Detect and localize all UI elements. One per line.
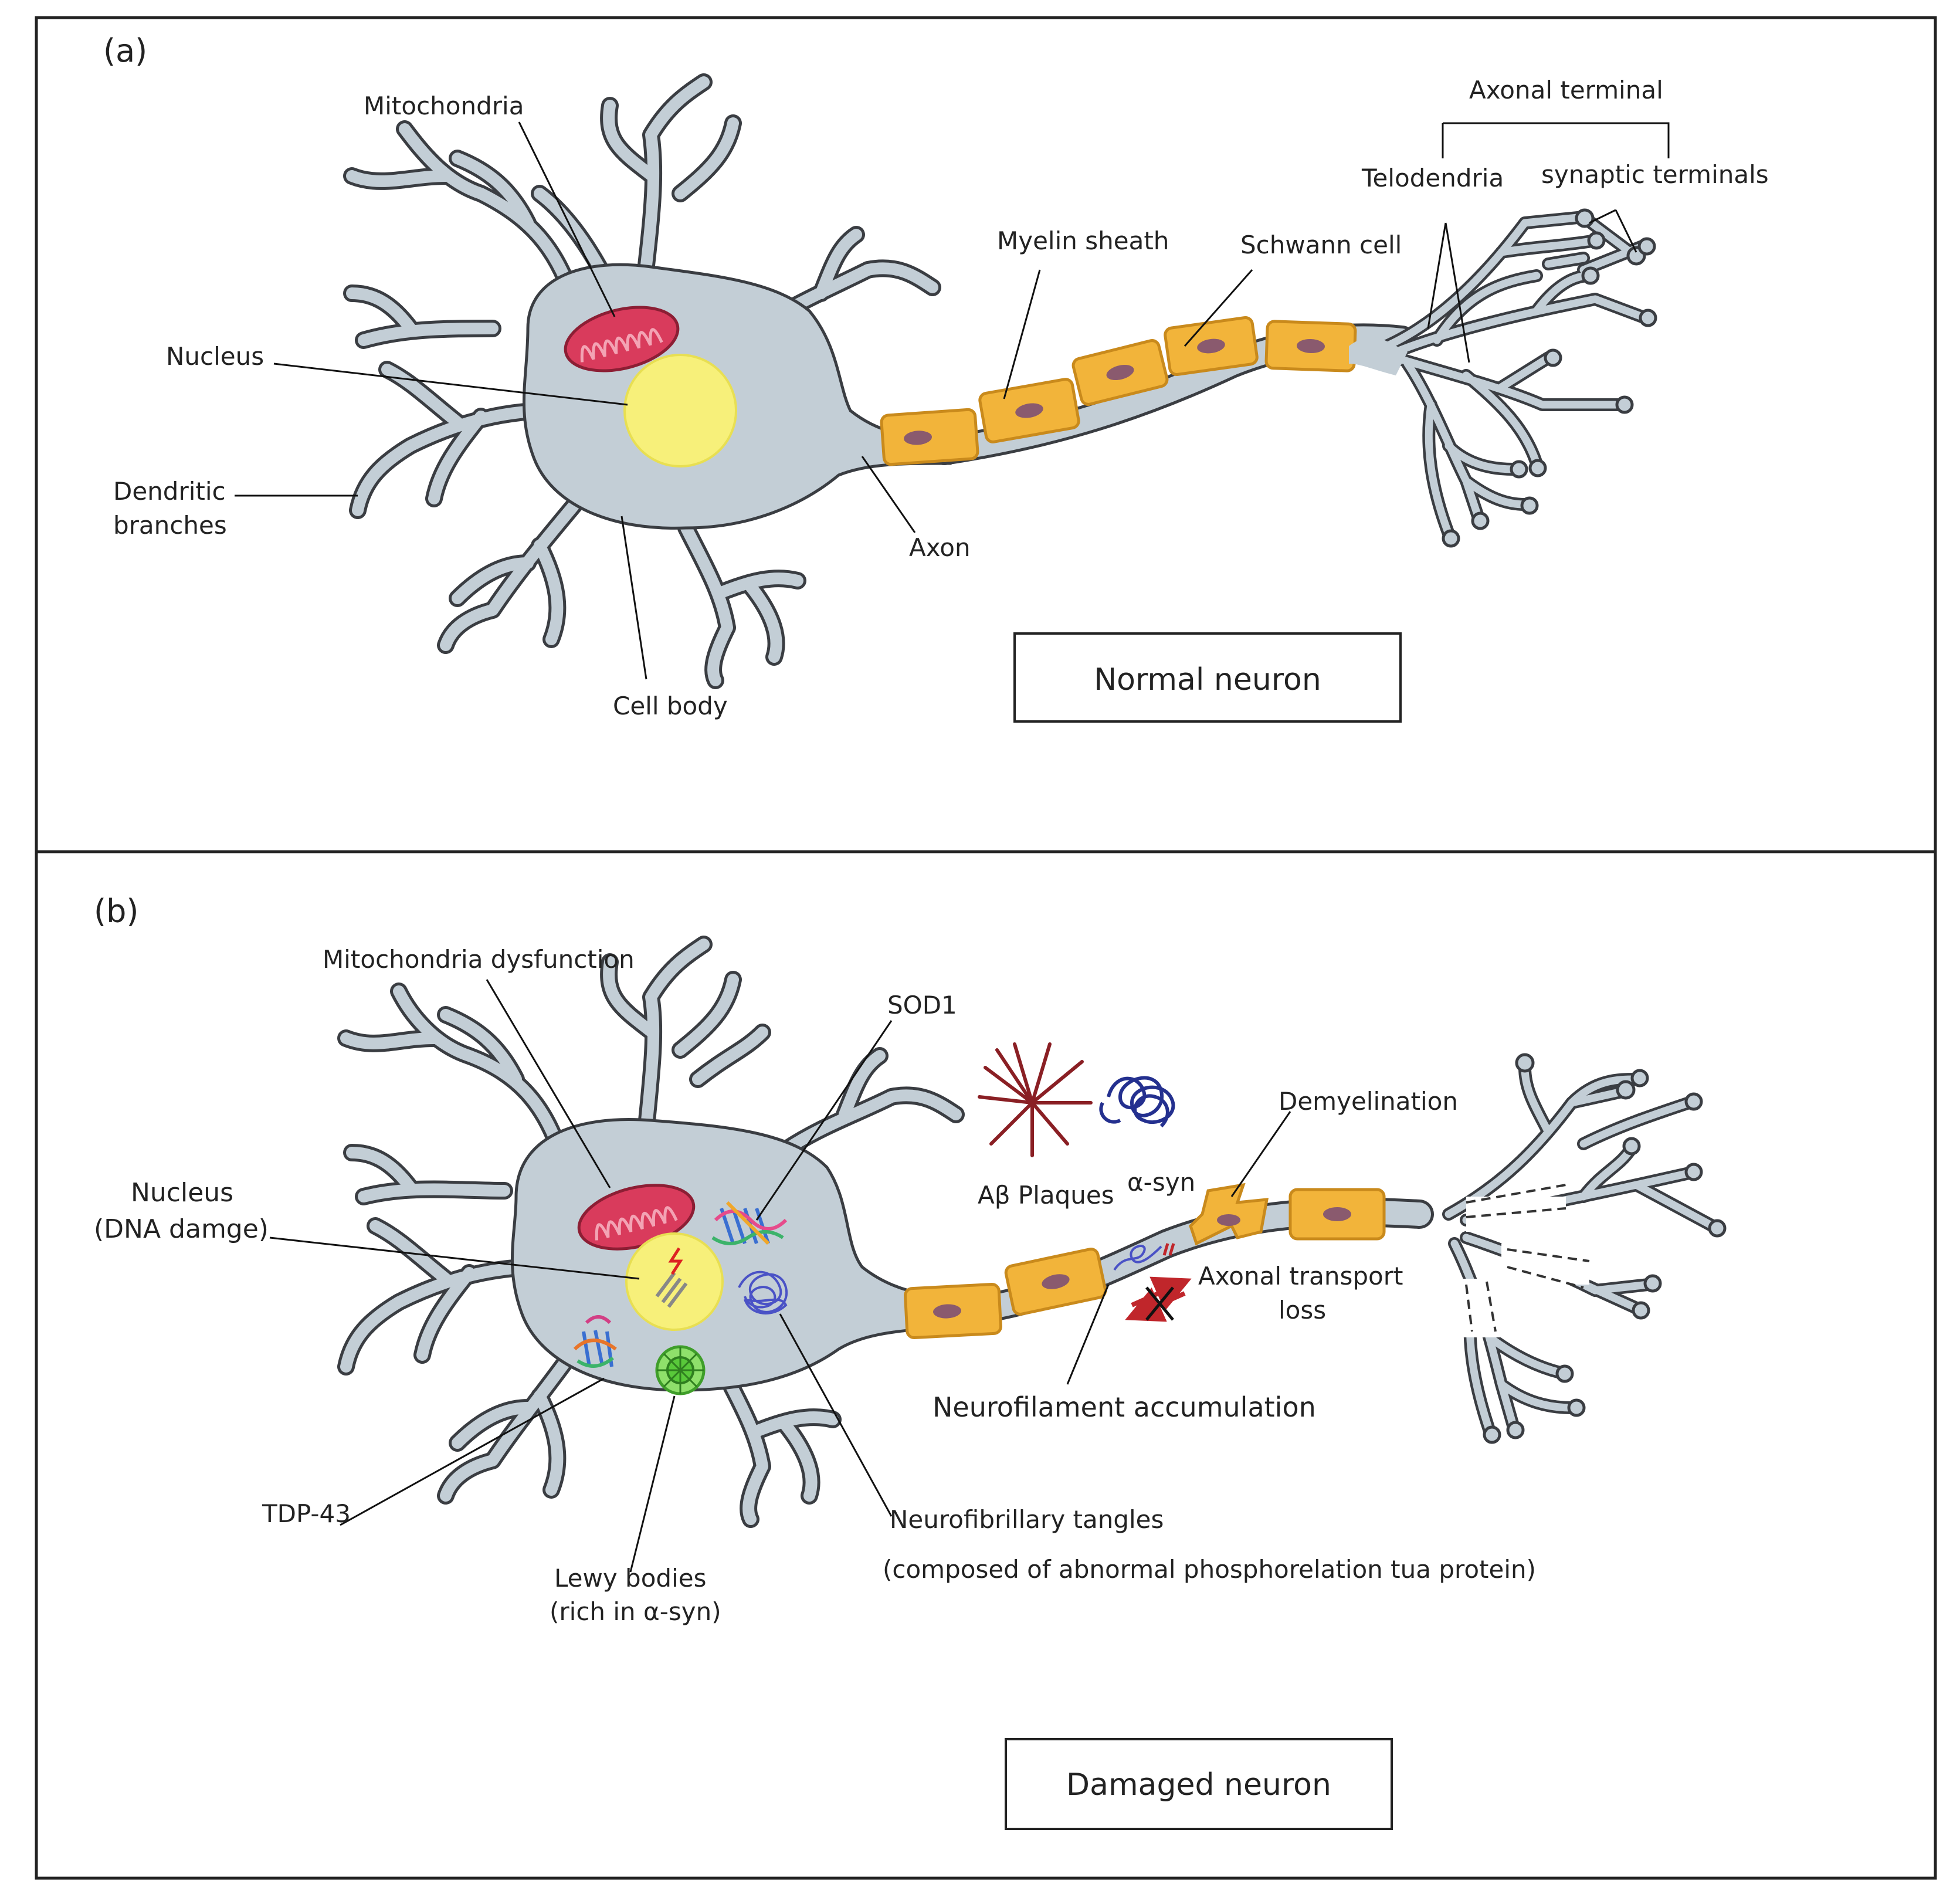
label-nucleus-b-2: (DNA damge) [94,1214,269,1244]
panel-a: (a) [103,32,1769,723]
label-lewy-2: (rich in α-syn) [550,1597,721,1626]
dna-damage-icon [625,1232,724,1331]
cell-body-b [511,1118,952,1392]
degenerated-terminals [1460,1184,1590,1337]
protein-structure-icon [711,1201,788,1245]
label-sod1: SOD1 [887,991,957,1019]
label-mitochondria-dysfunction: Mitochondria dysfunction [323,945,635,974]
leader-lines-b [269,979,1291,1573]
label-tangles-1: Neurofibrillary tangles [890,1505,1164,1534]
title-normal-neuron: Normal neuron [1094,662,1321,697]
label-cell-body: Cell body [613,692,728,720]
label-demyelination: Demyelination [1279,1087,1458,1116]
neurofilament-icon [1113,1245,1162,1271]
label-lewy-1: Lewy bodies [554,1564,706,1593]
synaptic-knobs-a [1442,208,1657,548]
label-dendritic-2: branches [113,511,227,540]
label-telodendria: Telodendria [1361,164,1504,192]
myelin-sheath-b [904,1183,1386,1340]
neurofibrillary-tangle-icon [738,1271,788,1314]
blocked-transport-icon [1125,1243,1192,1322]
title-damaged-neuron: Damaged neuron [1066,1767,1331,1803]
label-tdp43: TDP-43 [262,1499,351,1528]
label-nucleus: Nucleus [166,342,264,371]
label-axonal-terminal: Axonal terminal [1469,76,1663,104]
label-axonal-transport-1: Axonal transport [1198,1262,1403,1290]
panel-a-tag: (a) [103,32,147,69]
label-tangles-2: (composed of abnormal phosphorelation tu… [883,1555,1536,1584]
label-ab-plaques: Aβ Plaques [978,1181,1114,1210]
nucleus-icon [623,354,737,467]
label-neurofilament: Neurofilament accumulation [932,1391,1316,1423]
title-box-a [1013,632,1402,723]
tdp43-protein-icon [573,1315,617,1368]
label-mitochondria: Mitochondria [364,92,524,120]
label-schwann-cell: Schwann cell [1240,231,1402,259]
amyloid-plaque-icon [978,1042,1093,1157]
panel-b-tag: (b) [94,893,138,930]
panel-b: (b) [94,893,1727,1830]
panel-b-frame [35,850,1937,1880]
synaptic-knobs-b [1483,1053,1727,1444]
label-alpha-syn: α-syn [1127,1168,1195,1197]
label-dendritic-1: Dendritic [113,477,226,506]
label-synaptic-terminals: synaptic terminals [1541,160,1769,189]
cell-body-a [522,263,952,530]
mitochondria-icon [564,306,680,372]
myelin-sheath-a [880,316,1357,466]
label-axon: Axon [909,533,971,562]
label-nucleus-b-1: Nucleus [131,1178,233,1208]
label-myelin-sheath: Myelin sheath [997,226,1169,255]
leader-lines-a [235,121,1670,680]
title-box-b [1005,1738,1393,1830]
alpha-synuclein-icon [1099,1076,1175,1128]
lewy-body-icon [655,1345,706,1395]
label-axonal-transport-2: loss [1279,1296,1326,1324]
